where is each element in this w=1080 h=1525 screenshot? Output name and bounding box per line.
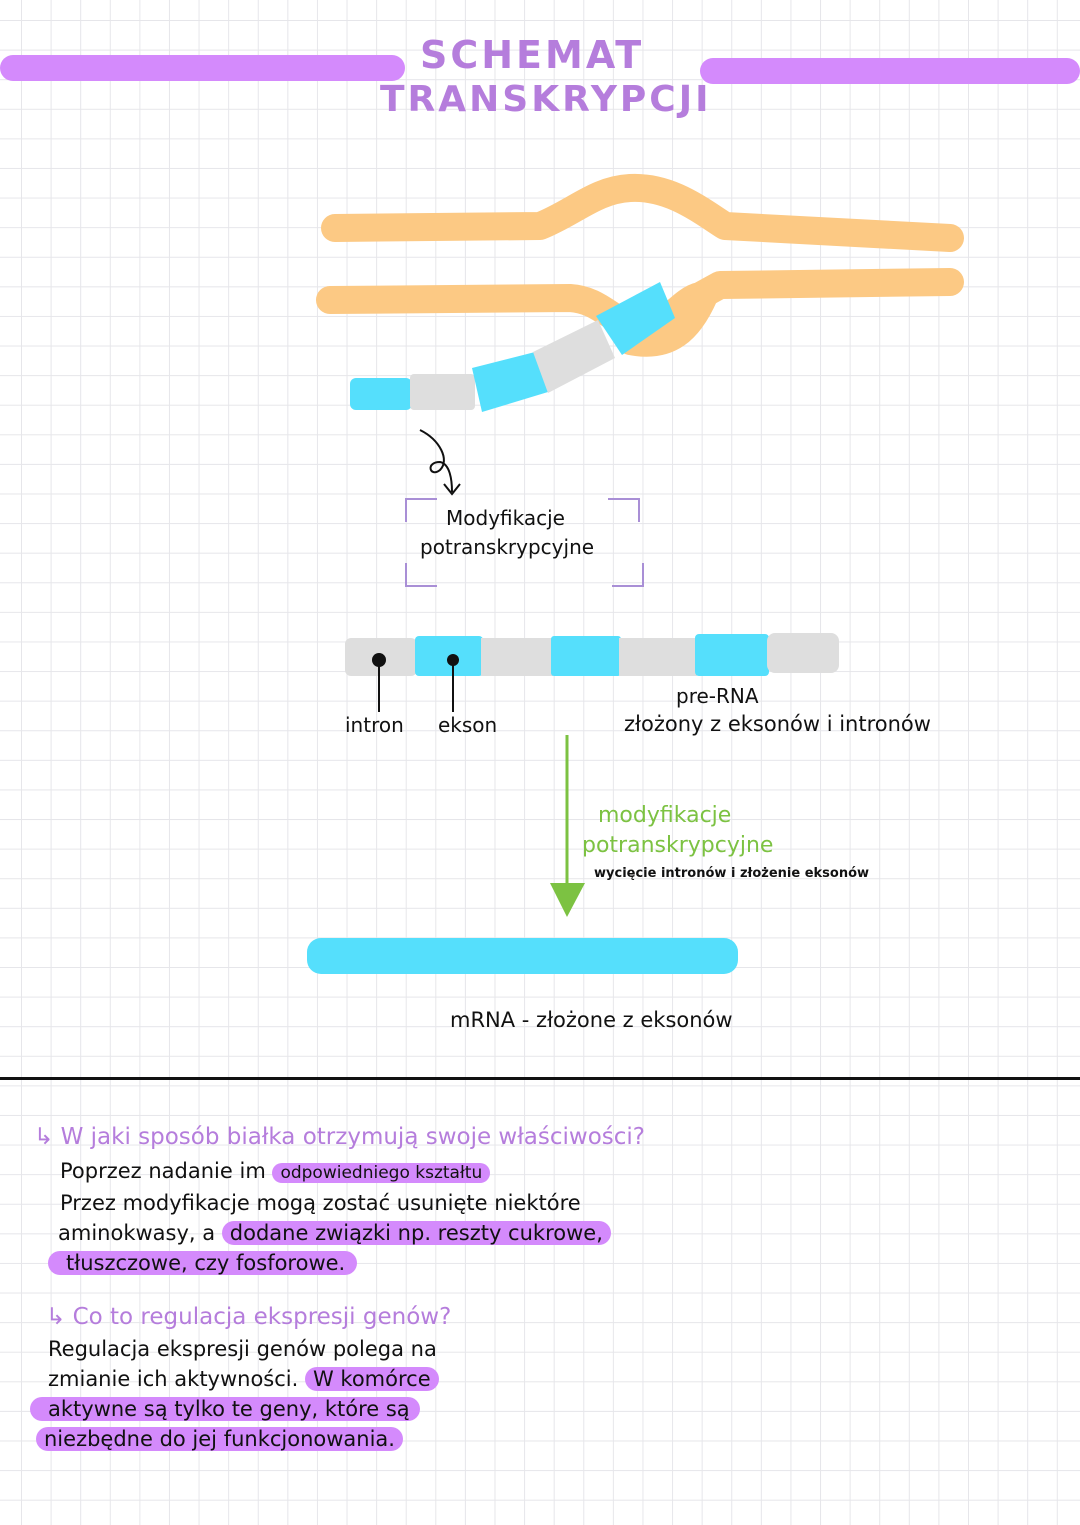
page-title-line1: SCHEMAT <box>420 33 645 77</box>
mrna-label: mRNA - złożone z eksonów <box>450 1008 733 1032</box>
question-2-text: Co to regulacja ekspresji genów? <box>72 1304 452 1330</box>
intron-pointer-dot <box>372 653 386 667</box>
plain-text: aminokwasy, a <box>58 1221 222 1245</box>
highlighted-text: aktywne są tylko te geny, które są <box>30 1397 420 1421</box>
answer-1: Poprzez nadanie im odpowiedniego kształt… <box>48 1156 611 1278</box>
question-2: ↳ Co to regulacja ekspresji genów? <box>46 1304 451 1330</box>
arrow-label-line1: modyfikacje <box>598 803 732 828</box>
mrna-bar <box>307 938 738 974</box>
pre-rna-bar <box>345 633 839 676</box>
title-decoration-left <box>0 55 405 81</box>
modification-label-line2: potranskrypcyjne <box>420 535 595 559</box>
arrow-head-icon <box>443 483 461 496</box>
pre-rna-exon <box>551 636 621 676</box>
rna-exon-segment <box>596 282 675 355</box>
modification-label-line1: Modyfikacje <box>446 506 565 530</box>
pre-rna-intron <box>767 633 839 673</box>
pre-rna-intron <box>619 638 697 676</box>
section-divider <box>0 1077 1080 1080</box>
highlighted-text: odpowiedniego kształtu <box>272 1163 491 1183</box>
rna-exon-segment <box>472 352 548 412</box>
rna-intron-segment <box>533 320 615 393</box>
curly-arrow-icon <box>419 429 453 493</box>
plain-text: Przez modyfikacje mogą zostać usunięte n… <box>60 1191 581 1215</box>
arrow-bullet-icon: ↳ <box>34 1124 61 1150</box>
answer-2-line: aktywne są tylko te geny, które są <box>30 1394 439 1424</box>
intron-label: intron <box>345 713 404 737</box>
rna-intron-segment <box>410 374 475 410</box>
highlighted-text: tłuszczowe, czy fosforowe. <box>48 1251 358 1275</box>
pre-rna-description: złożony z eksonów i intronów <box>624 712 931 736</box>
arrow-sublabel: wycięcie intronów i złożenie eksonów <box>594 866 870 881</box>
answer-2-line: niezbędne do jej funkcjonowania. <box>30 1424 439 1454</box>
pre-rna-title: pre-RNA <box>676 684 759 708</box>
answer-1-line: Poprzez nadanie im odpowiedniego kształt… <box>48 1156 611 1188</box>
highlighted-text: dodane związki np. reszty cukrowe, <box>221 1221 611 1245</box>
arrow-label-line2: potranskrypcyjne <box>582 833 774 858</box>
dna-strand-loop <box>617 283 718 357</box>
question-1-text: W jaki sposób białka otrzymują swoje wła… <box>60 1124 646 1150</box>
nascent-rna <box>350 282 675 412</box>
green-arrow-head-icon <box>550 883 585 917</box>
bracket-top-right <box>608 498 640 522</box>
highlighted-text: niezbędne do jej funkcjonowania. <box>36 1427 403 1451</box>
answer-2: Regulacja ekspresji genów polega na zmia… <box>30 1334 439 1454</box>
rna-exon-segment <box>350 378 412 410</box>
arrow-bullet-icon: ↳ <box>46 1304 73 1330</box>
answer-1-line: tłuszczowe, czy fosforowe. <box>48 1248 611 1278</box>
title-decoration-right <box>700 58 1080 84</box>
exon-label: ekson <box>438 713 498 737</box>
highlighted-text: W komórce <box>304 1367 439 1391</box>
answer-1-line: aminokwasy, a dodane związki np. reszty … <box>48 1218 611 1248</box>
plain-text: Poprzez nadanie im <box>60 1159 273 1183</box>
pre-rna-exon <box>695 634 769 676</box>
dna-strand-top <box>321 173 964 252</box>
answer-2-line: Regulacja ekspresji genów polega na <box>30 1334 439 1364</box>
bracket-bottom-right <box>612 563 644 587</box>
pre-rna-intron <box>481 638 553 676</box>
answer-1-line: Przez modyfikacje mogą zostać usunięte n… <box>48 1188 611 1218</box>
plain-text: zmianie ich aktywności. <box>48 1367 305 1391</box>
answer-2-line: zmianie ich aktywności. W komórce <box>30 1364 439 1394</box>
question-1: ↳ W jaki sposób białka otrzymują swoje w… <box>34 1124 645 1150</box>
page-title-line2: TRANSKRYPCJI <box>380 79 712 120</box>
plain-text: Regulacja ekspresji genów polega na <box>48 1337 437 1361</box>
bracket-top-left <box>405 498 437 522</box>
exon-pointer-dot <box>447 654 459 666</box>
bracket-bottom-left <box>405 563 437 587</box>
